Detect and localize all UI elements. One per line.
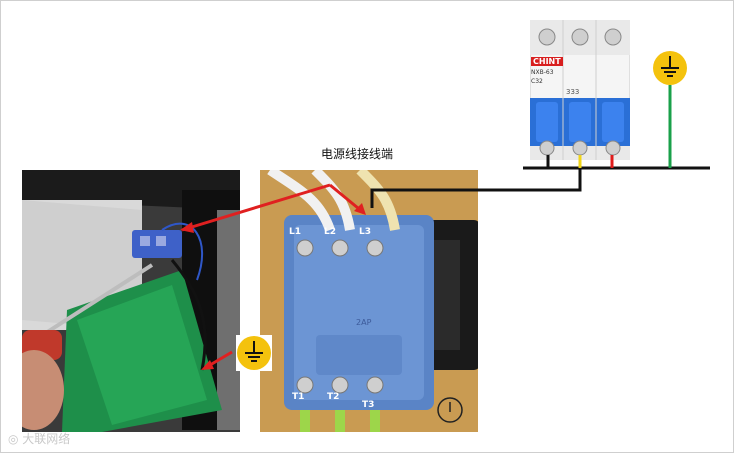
power-terminal-caption: 电源线接线端 (321, 147, 394, 161)
terminal-block-photo (260, 170, 478, 432)
terminal-center-mark: 2AP (356, 318, 372, 327)
red-arrow-to-left-photo (181, 183, 331, 232)
watermark: ◎ 大联网络 (8, 430, 70, 447)
red-arrow-head-ground (201, 360, 214, 370)
red-arrow-head-left (180, 222, 194, 233)
terminal-label-t3: T3 (362, 400, 375, 410)
terminal-label-l1: L1 (289, 227, 301, 237)
breaker-model: NXB-63 (531, 69, 554, 76)
watermark-icon: ◎ (8, 432, 23, 446)
terminal-label-l3: L3 (359, 227, 371, 237)
terminal-label-l2: L2 (324, 227, 336, 237)
feed-wire (370, 168, 582, 208)
ground-icon (236, 335, 272, 371)
breaker-brand: CHINT (531, 57, 563, 66)
terminal-label-t1: T1 (292, 392, 305, 402)
breaker-rating: C32 (531, 78, 543, 85)
ground-icon (652, 50, 688, 86)
circuit-breaker (530, 20, 630, 160)
terminal-label-t2: T2 (327, 392, 340, 402)
watermark-text: 大联网络 (22, 432, 71, 446)
red-arrow-head-terminal (354, 203, 366, 215)
breaker-pole-mark: 333 (566, 88, 580, 96)
